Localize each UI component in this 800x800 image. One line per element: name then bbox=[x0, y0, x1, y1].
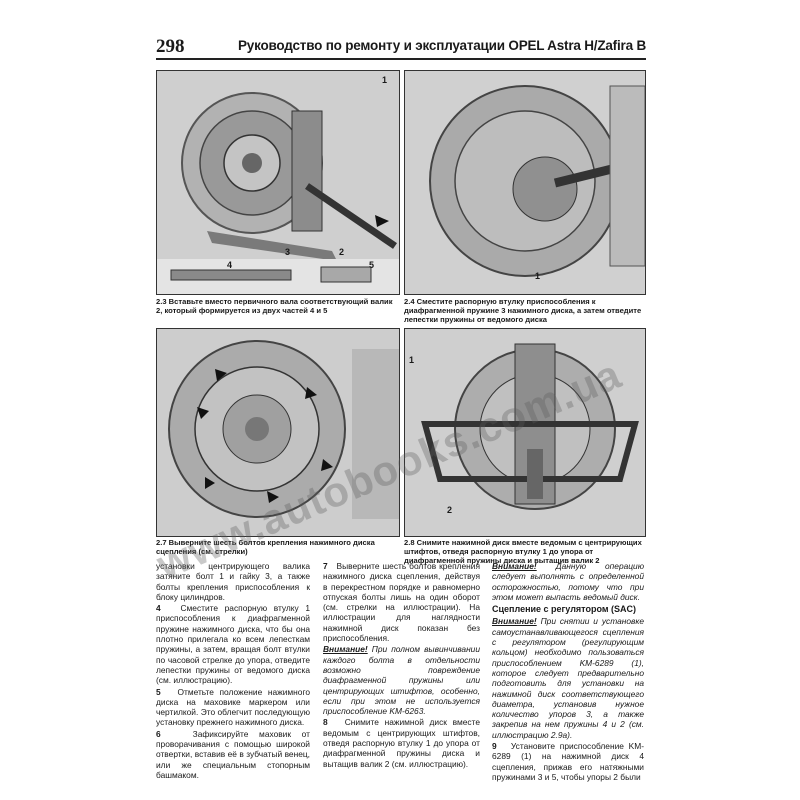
caption-2-4: 2.4 Сместите распорную втулку приспособл… bbox=[404, 297, 642, 324]
step-text: Сместите распорную втулку 1 приспособлен… bbox=[156, 603, 310, 686]
arrow-icon bbox=[215, 369, 227, 381]
paragraph: установки центрирующего валика затяните … bbox=[156, 561, 310, 602]
warning: Внимание! При снятии и установке самоуст… bbox=[492, 616, 644, 740]
caption-2-8: 2.8 Снимите нажимной диск вместе ведомым… bbox=[404, 538, 642, 565]
arrow-icon bbox=[321, 459, 333, 471]
figure-2-3-drawing bbox=[157, 71, 399, 294]
callout-1: 1 bbox=[535, 271, 541, 281]
page-number: 298 bbox=[156, 36, 185, 57]
step-text: Установите приспособление KM-6289 (1) на… bbox=[492, 741, 644, 782]
warning-label: Внимание! bbox=[492, 616, 537, 627]
text-column-2: 7 Выверните шесть болтов крепления нажим… bbox=[323, 561, 480, 770]
callout-1: 1 bbox=[409, 355, 415, 365]
callout-1: 1 bbox=[382, 75, 388, 85]
step-number: 5 bbox=[156, 686, 161, 697]
warning-text: При полном вывинчивании каждого болта в … bbox=[323, 644, 480, 717]
header-rule bbox=[156, 58, 646, 60]
step-number: 8 bbox=[323, 717, 328, 728]
step-7: 7 Выверните шесть болтов крепления нажим… bbox=[323, 561, 480, 643]
caption-2-3: 2.3 Вставьте вместо первичного вала соот… bbox=[156, 297, 393, 315]
warning: Внимание! Данную операцию следует выполн… bbox=[492, 561, 644, 602]
step-6: 6 Зафиксируйте маховик от проворачивания… bbox=[156, 729, 310, 780]
step-9: 9 Установите приспособление KM-6289 (1) … bbox=[492, 741, 644, 782]
step-number: 4 bbox=[156, 603, 161, 614]
callout-5: 5 bbox=[369, 260, 375, 270]
arrow-icon bbox=[375, 215, 389, 227]
arrow-icon bbox=[197, 407, 209, 419]
figure-2-4-drawing bbox=[405, 71, 645, 294]
callout-2: 2 bbox=[447, 505, 453, 515]
arrow-icon bbox=[205, 477, 215, 489]
figure-2-8: 1 2 bbox=[404, 328, 646, 537]
warning-label: Внимание! bbox=[492, 561, 537, 571]
step-number: 9 bbox=[492, 741, 497, 752]
step-number: 7 bbox=[323, 561, 328, 571]
step-5: 5 Отметьте положение нажимного диска на … bbox=[156, 687, 310, 728]
callout-2: 2 bbox=[339, 247, 345, 257]
step-text: Снимите нажимной диск вместе ведомым с ц… bbox=[323, 717, 480, 769]
warning-text: При снятии и установке самоустанавливающ… bbox=[492, 616, 645, 740]
figure-2-7-drawing bbox=[157, 329, 399, 536]
warning-text: Данную операцию следует выполнять с опре… bbox=[492, 561, 644, 602]
figure-2-8-drawing bbox=[405, 329, 645, 536]
figure-2-7 bbox=[156, 328, 400, 537]
step-4: 4 Сместите распорную втулку 1 приспособл… bbox=[156, 603, 310, 685]
text-column-3: Внимание! Данную операцию следует выполн… bbox=[492, 561, 644, 783]
arrow-icon bbox=[267, 491, 279, 503]
warning: Внимание! При полном вывинчивании каждог… bbox=[323, 644, 480, 716]
step-text: Отметьте положение нажимного диска на ма… bbox=[156, 686, 310, 728]
step-8: 8 Снимите нажимной диск вместе ведомым с… bbox=[323, 717, 480, 768]
step-number: 6 bbox=[156, 728, 161, 739]
caption-2-7: 2.7 Выверните шесть болтов крепления наж… bbox=[156, 538, 375, 556]
warning-label: Внимание! bbox=[323, 644, 368, 655]
arrow-icon bbox=[305, 387, 317, 399]
section-heading: Сцепление с регулятором (SAC) bbox=[492, 604, 636, 615]
figure-2-4: 1 bbox=[404, 70, 646, 295]
step-text: Выверните шесть болтов крепления нажимно… bbox=[323, 561, 480, 644]
callout-4: 4 bbox=[227, 260, 233, 270]
step-text: Зафиксируйте маховик от проворачивания с… bbox=[156, 728, 310, 780]
text-column-1: установки центрирующего валика затяните … bbox=[156, 561, 310, 781]
figure-2-3: 1 2 3 4 5 bbox=[156, 70, 400, 295]
running-title: Руководство по ремонту и эксплуатации OP… bbox=[237, 38, 646, 53]
callout-3: 3 bbox=[285, 247, 291, 257]
